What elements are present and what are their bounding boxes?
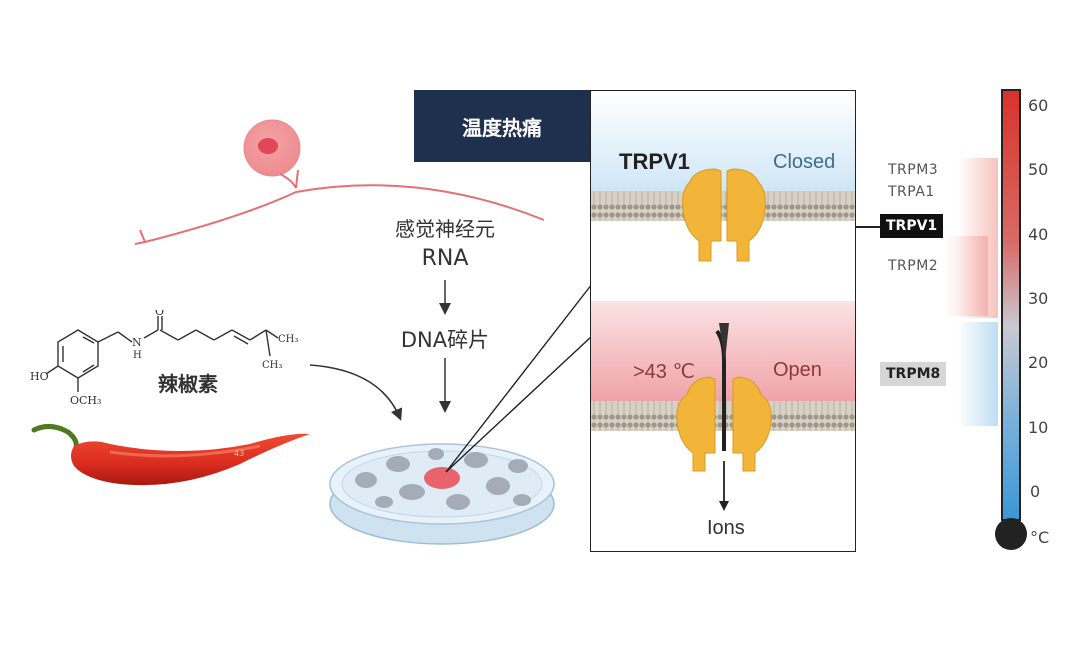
dna-fragment-label: DNA碎片 (400, 328, 490, 352)
trpv1-badge: TRPV1 (880, 214, 944, 238)
closed-channel-protein (682, 168, 766, 262)
tick-0: 0 (1030, 482, 1041, 501)
neuron-illustration (134, 119, 545, 245)
open-channel-protein (676, 323, 772, 511)
channel-diagram (591, 91, 855, 511)
trpa1-label: TRPA1 (888, 184, 935, 200)
petri-dish (329, 443, 555, 545)
trpm2-label: TRPM2 (888, 258, 939, 274)
molecule-o: O (155, 310, 164, 318)
trpm8-range-bar (958, 322, 998, 426)
chili-pepper-image: 43 (31, 424, 310, 486)
closed-channel-name: TRPV1 (619, 149, 690, 174)
molecule-ch3-top: CH₃ (278, 334, 298, 345)
molecule-n: N (132, 336, 142, 349)
tick-40: 40 (1028, 225, 1049, 244)
open-temperature-label: >43 ℃ (633, 361, 695, 383)
flow-arrows (309, 280, 451, 421)
zoom-lines (445, 283, 593, 473)
tick-10: 10 (1028, 418, 1049, 437)
tick-30: 30 (1028, 289, 1049, 308)
trpm8-badge: TRPM8 (880, 362, 947, 386)
tick-60: 60 (1028, 96, 1049, 115)
ions-label: Ions (707, 517, 745, 539)
trpv1-range-bar (958, 158, 998, 318)
trpm3-label: TRPM3 (888, 162, 939, 178)
sensory-neuron-label: 感觉神经元 (395, 217, 495, 241)
header-title: 温度热痛 (414, 90, 590, 162)
capsaicin-label: 辣椒素 (158, 372, 218, 396)
tick-20: 20 (1028, 353, 1049, 372)
closed-state-label: Closed (773, 151, 836, 173)
connector-line (856, 226, 882, 228)
unit-label: °C (1030, 528, 1050, 547)
molecule-h: H (133, 350, 142, 361)
pepper-mark: 43 (234, 449, 244, 458)
open-state-label: Open (773, 359, 822, 381)
molecule-och3: OCH₃ (70, 394, 101, 407)
molecule-ch3-bottom: CH₃ (262, 360, 282, 371)
trpm2-range-bar (944, 236, 988, 316)
thermometer (995, 89, 1027, 550)
trpv1-panel: TRPV1 Closed >43 ℃ Open Ions (590, 90, 856, 552)
capsaicin-structure: HO OCH₃ N H O CH₃ CH₃ (30, 310, 298, 407)
tick-50: 50 (1028, 160, 1049, 179)
molecule-ho: HO (30, 370, 49, 383)
rna-label: RNA (421, 246, 469, 271)
